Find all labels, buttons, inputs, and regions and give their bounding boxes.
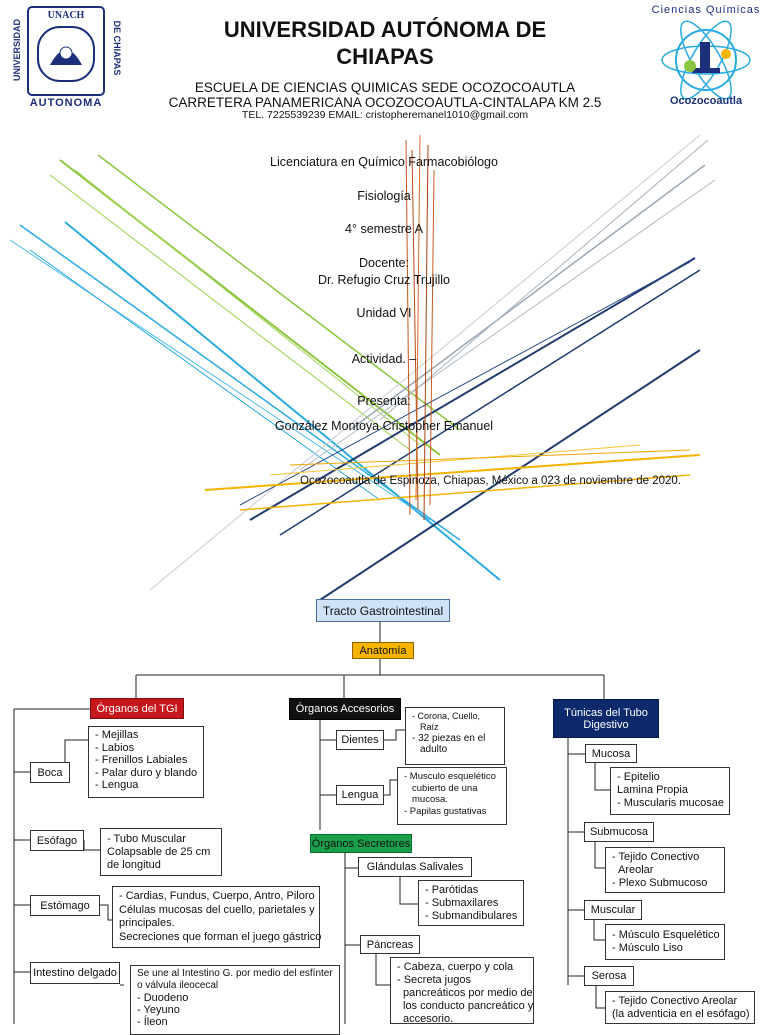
teacher-name: Dr. Refugio Cruz Trujillo <box>318 273 450 287</box>
esofago-item: de longitud <box>107 859 161 871</box>
map-intestino: Intestino delgado <box>30 962 120 984</box>
map-mucosa-list: - Epitelio Lamina Propia - Muscularis mu… <box>610 767 730 815</box>
intestino-item: - Yeyuno <box>137 1004 180 1016</box>
estomago-item: Secreciones que forman el juego gástrico <box>119 930 322 943</box>
map-submucosa-list: - Tejido Conectivo Areolar - Plexo Submu… <box>605 847 725 893</box>
pancreas-item: pancreáticos por medio de <box>403 987 533 999</box>
mucosa-item: - Muscularis mucosae <box>617 797 724 809</box>
map-esofago: Esófago <box>30 830 84 851</box>
intestino-item: - Duodeno <box>137 992 189 1004</box>
map-pancreas: Páncreas <box>360 935 420 954</box>
lengua-item: cubierto de una <box>412 782 478 794</box>
estomago-item: Células mucosas del cuello, parietales y <box>119 903 315 916</box>
map-organs-tgi: Órganos del TGI <box>90 698 184 719</box>
map-serosa: Serosa <box>584 966 634 986</box>
university-line-1: UNIVERSIDAD AUTÓNOMA DE <box>223 17 547 42</box>
map-intestino-list: Se une al Intestino G. por medio del esf… <box>130 965 340 1035</box>
university-title: UNIVERSIDAD AUTÓNOMA DE CHIAPAS <box>170 16 600 70</box>
map-submucosa: Submucosa <box>584 822 654 842</box>
boca-item: - Labios <box>95 741 135 754</box>
map-secretores: Órganos Secretores <box>310 834 412 853</box>
map-anatomy: Anatomía <box>352 642 414 659</box>
boca-item: - Palar duro y blando <box>95 766 198 779</box>
dientes-item: - 32 piezas en el <box>412 733 486 744</box>
decorative-lines <box>9 134 716 600</box>
cq-top-text: Ciencias Químicas <box>651 4 761 16</box>
mucosa-item: Lamina Propia <box>617 784 688 796</box>
lengua-item: - Papilas gustativas <box>404 805 487 817</box>
map-estomago-list: - Cardias, Fundus, Cuerpo, Antro, Piloro… <box>112 886 322 948</box>
school-contact: TEL. 7225539239 EMAIL: cristopheremanel1… <box>241 109 529 121</box>
submucosa-item: Areolar <box>618 864 654 876</box>
pancreas-item: accesorio. <box>403 1013 454 1025</box>
glandulas-item: - Submaxilares <box>425 897 499 909</box>
glandulas-item: - Parótidas <box>425 884 479 896</box>
muscular-item: - Músculo Esquelético <box>612 929 720 941</box>
university-line-2: CHIAPAS <box>336 44 434 69</box>
estomago-item: principales. <box>119 917 175 929</box>
career: Licenciatura en Químico Farmacobiólogo <box>270 155 498 169</box>
presents-label: Presenta: <box>357 394 411 408</box>
dientes-item: adulto <box>420 744 448 755</box>
school-name: ESCUELA DE CIENCIAS QUIMICAS SEDE OCOZOC… <box>194 80 576 95</box>
place-date: Ocozocoautla de Espinoza, Chiapas, Méxic… <box>300 475 682 487</box>
map-mucosa: Mucosa <box>585 744 637 763</box>
boca-item: - Frenillos Labiales <box>95 754 188 766</box>
teacher-label: Docente: <box>358 256 410 270</box>
map-boca-list: - Mejillas - Labios - Frenillos Labiales… <box>88 726 204 798</box>
map-muscular: Muscular <box>584 900 642 920</box>
map-dientes-list: - Corona, Cuello, Raíz - 32 piezas en el… <box>405 707 505 765</box>
submucosa-item: - Tejido Conectivo <box>612 851 700 863</box>
glandulas-item: - Submandibulares <box>425 910 518 922</box>
intestino-item: o válvula ileocecal <box>137 980 219 991</box>
map-organs-accessory: Órganos Accesorios <box>289 698 401 720</box>
serosa-item: (la adventicia en el esófago) <box>612 1008 750 1020</box>
student-name: González Montoya Cristopher Emanuel <box>274 419 494 433</box>
estomago-item: - Cardias, Fundus, Cuerpo, Antro, Piloro <box>119 890 315 902</box>
esofago-item: - Tubo Muscular <box>107 833 186 845</box>
subject: Fisiología <box>357 189 411 203</box>
boca-item: - Lengua <box>95 779 139 791</box>
map-tunics: Túnicas del Tubo Digestivo <box>553 699 659 738</box>
school-address: CARRETERA PANAMERICANA OCOZOCOAUTLA-CINT… <box>168 95 602 110</box>
lengua-item: - Musculo esquelético <box>404 771 496 782</box>
map-dientes: Dientes <box>336 730 384 750</box>
map-esofago-list: - Tubo Muscular Colapsable de 25 cm de l… <box>100 828 222 876</box>
unit: Unidad VI <box>356 306 412 320</box>
map-boca: Boca <box>30 762 70 783</box>
map-pancreas-list: - Cabeza, cuerpo y cola - Secreta jugos … <box>390 957 534 1025</box>
boca-item: - Mejillas <box>95 729 139 741</box>
pancreas-item: - Cabeza, cuerpo y cola <box>397 961 514 973</box>
map-lengua-list: - Musculo esquelético cubierto de una mu… <box>397 767 507 825</box>
intestino-item: - Íleon <box>137 1016 168 1028</box>
lengua-item: mucosa. <box>412 794 448 805</box>
serosa-item: - Tejido Conectivo Areolar <box>612 995 738 1007</box>
ciencias-quimicas-logo: Ciencias Químicas Ocozocoautla <box>650 2 762 114</box>
map-glandulas: Glándulas Salivales <box>358 857 472 877</box>
map-muscular-list: - Músculo Esquelético - Músculo Liso <box>605 924 725 960</box>
pancreas-item: los conducto pancreático y <box>403 1000 534 1012</box>
map-root: Tracto Gastrointestinal <box>316 599 450 622</box>
map-glandulas-list: - Parótidas - Submaxilares - Submandibul… <box>418 880 524 926</box>
esofago-item: Colapsable de 25 cm <box>107 846 211 858</box>
cq-bottom-text: Ocozocoautla <box>669 95 743 107</box>
unach-bottom-text: AUTONOMA <box>29 97 103 109</box>
semester: 4° semestre A <box>345 222 423 236</box>
map-lengua: Lengua <box>336 785 384 805</box>
submucosa-item: - Plexo Submucoso <box>612 877 708 889</box>
muscular-item: - Músculo Liso <box>612 942 683 954</box>
map-serosa-list: - Tejido Conectivo Areolar (la adventici… <box>605 991 755 1024</box>
dientes-item: Raíz <box>420 722 439 732</box>
dientes-item: - Corona, Cuello, <box>412 711 481 721</box>
unach-acronym: UNACH <box>47 10 85 21</box>
mucosa-item: - Epitelio <box>617 771 660 783</box>
pancreas-item: - Secreta jugos <box>397 974 471 986</box>
activity: Actividad. – <box>351 352 417 366</box>
intestino-item: Se une al Intestino G. por medio del esf… <box>137 968 333 979</box>
unach-logo: UNACH UNIVERSIDAD DE CHIAPAS AUTONOMA <box>8 5 124 113</box>
map-estomago: Estómago <box>30 895 100 916</box>
